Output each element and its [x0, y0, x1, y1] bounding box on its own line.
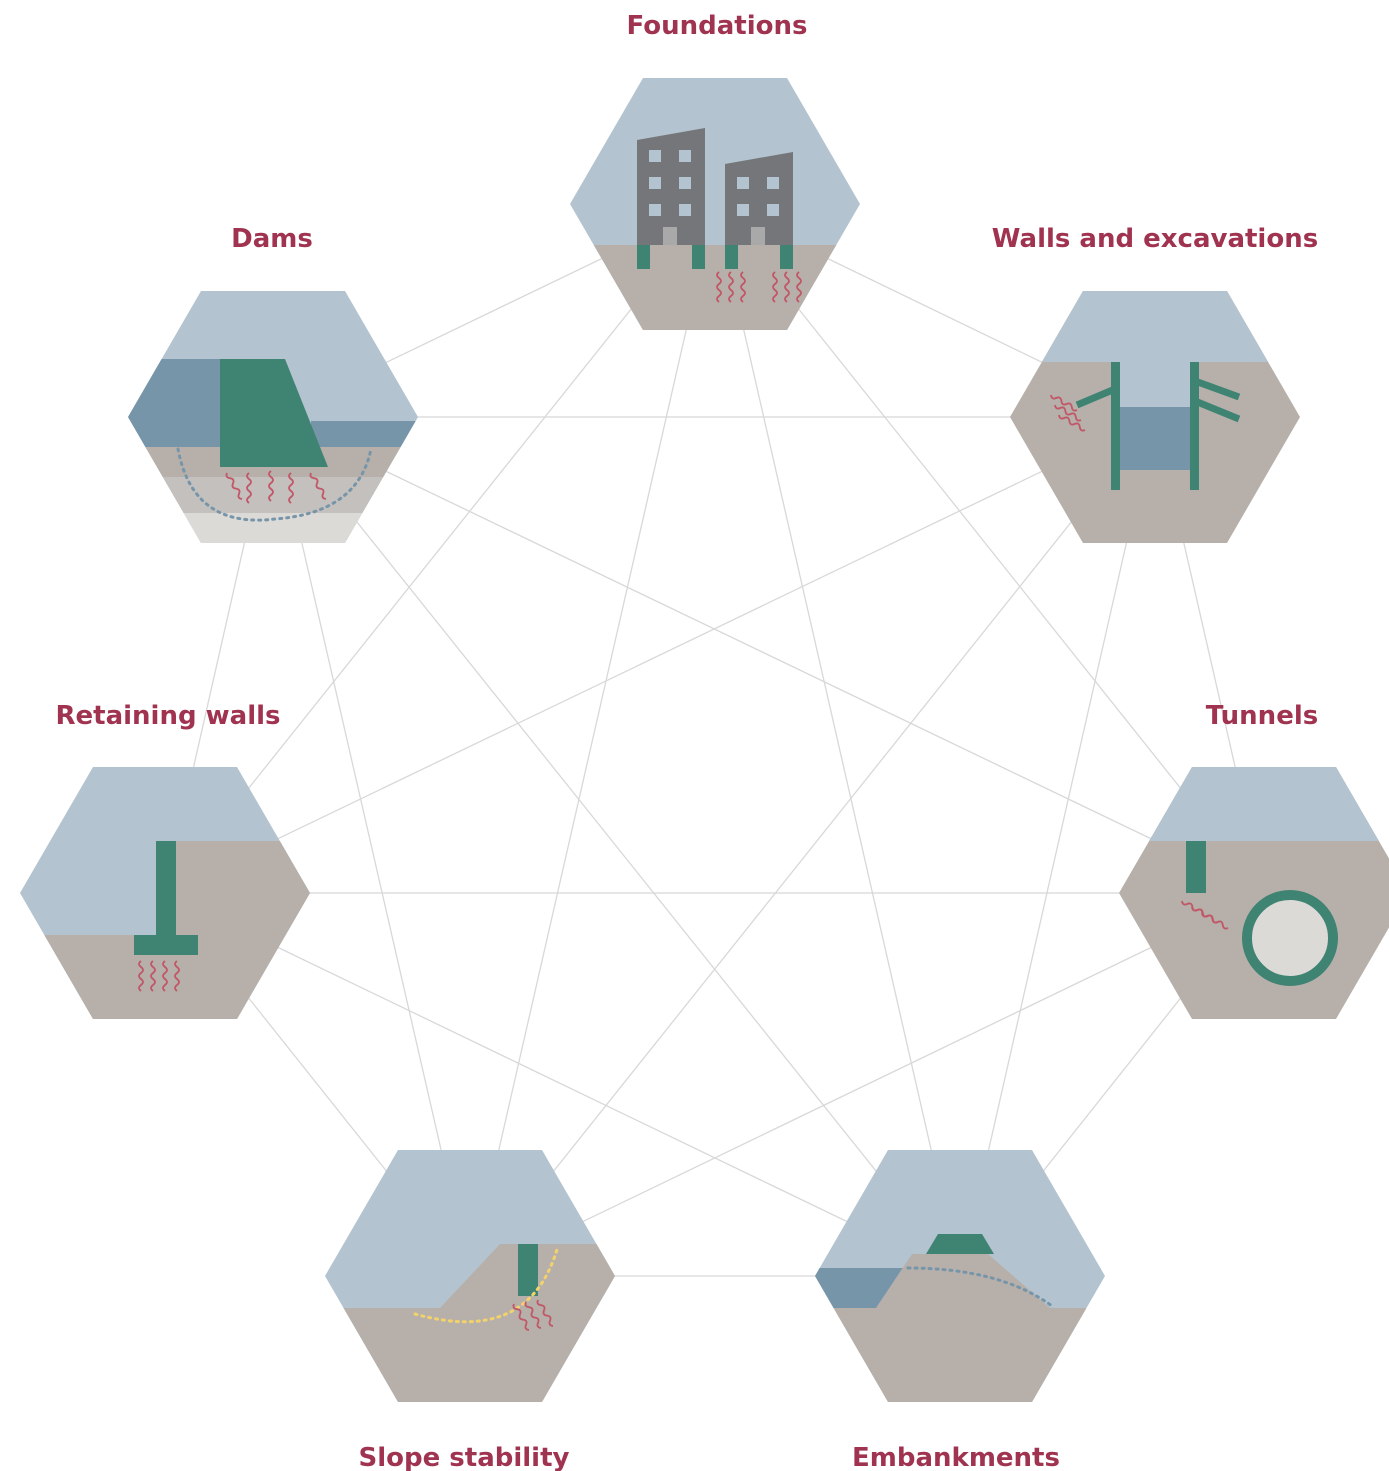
connector-line [164, 892, 961, 1277]
connector-line [272, 416, 1265, 894]
label-slope-stability: Slope stability [359, 1443, 570, 1471]
label-embankments: Embankments [852, 1443, 1060, 1471]
slope-stability-hex [325, 1150, 615, 1402]
dam-icon [220, 359, 328, 467]
tunnels-hex [1119, 767, 1389, 1019]
building-icon [725, 152, 793, 245]
connector-line [714, 203, 1265, 894]
connector-line [164, 416, 1156, 894]
foundations-hex [570, 78, 860, 330]
connector-line [469, 416, 1156, 1277]
connector-line [469, 203, 716, 1277]
embankments-hex [815, 1150, 1105, 1402]
connector-line [959, 416, 1156, 1277]
label-walls-excavations: Walls and excavations [992, 224, 1318, 254]
label-retaining-walls: Retaining walls [56, 701, 281, 731]
walls-excavations-hex [1010, 291, 1300, 543]
label-dams: Dams [231, 224, 313, 254]
dams-hex [128, 291, 418, 543]
embankment-crest-icon [926, 1234, 994, 1254]
retaining-walls-hex [20, 767, 310, 1019]
connector-line [469, 892, 1265, 1277]
label-tunnels: Tunnels [1206, 701, 1318, 731]
connector-line [272, 416, 471, 1277]
connector-line [272, 416, 961, 1277]
label-foundations: Foundations [627, 11, 808, 41]
tunnel-icon [1242, 890, 1338, 986]
connector-line [164, 203, 716, 894]
connector-line [714, 203, 961, 1277]
